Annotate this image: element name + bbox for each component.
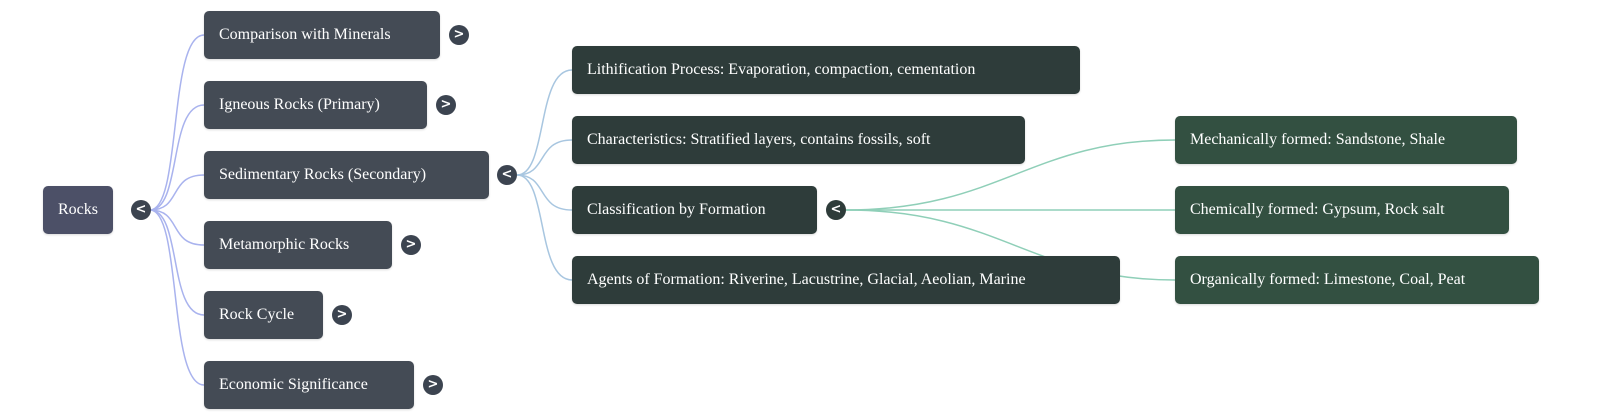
expand-igneous-toggle[interactable]: > — [436, 95, 456, 115]
link-sed-lithification — [516, 69, 573, 176]
node-igneous-rocks[interactable]: Igneous Rocks (Primary) — [204, 81, 427, 129]
link-sed-characteristics — [516, 139, 573, 176]
node-rocks[interactable]: Rocks — [43, 186, 113, 234]
link-rocks-sedimentary — [149, 174, 205, 211]
node-mechanically-formed[interactable]: Mechanically formed: Sandstone, Shale — [1175, 116, 1517, 164]
node-label: Organically formed: Limestone, Coal, Pea… — [1190, 271, 1466, 288]
collapse-rocks-toggle[interactable]: < — [131, 200, 151, 220]
node-comparison-with-minerals[interactable]: Comparison with Minerals — [204, 11, 440, 59]
node-label: Rock Cycle — [219, 306, 295, 323]
collapse-sedimentary-toggle[interactable]: < — [497, 165, 517, 185]
node-label: Lithification Process: Evaporation, comp… — [587, 61, 976, 78]
link-rocks-comparison — [149, 34, 205, 211]
node-rock-cycle[interactable]: Rock Cycle — [204, 291, 323, 339]
node-label: Sedimentary Rocks (Secondary) — [219, 166, 427, 183]
link-class-organic — [845, 209, 1176, 281]
node-label: Classification by Formation — [587, 201, 766, 218]
node-label: Rocks — [58, 201, 98, 218]
link-rocks-economic — [149, 209, 205, 386]
classification-connectors — [845, 139, 1176, 281]
link-class-mechanical — [845, 139, 1176, 211]
node-organically-formed[interactable]: Organically formed: Limestone, Coal, Pea… — [1175, 256, 1539, 304]
node-label: Comparison with Minerals — [219, 26, 391, 43]
node-characteristics[interactable]: Characteristics: Stratified layers, cont… — [572, 116, 1025, 164]
node-label: Metamorphic Rocks — [219, 236, 350, 253]
link-rocks-metamorphic — [149, 209, 205, 246]
link-rocks-cycle — [149, 209, 205, 316]
link-sed-agents — [516, 174, 573, 281]
node-classification-by-formation[interactable]: Classification by Formation — [572, 186, 817, 234]
link-rocks-igneous — [149, 104, 205, 211]
collapse-classification-toggle[interactable]: < — [826, 200, 846, 220]
expand-rock-cycle-toggle[interactable]: > — [332, 305, 352, 325]
root-connectors — [149, 34, 205, 386]
expand-metamorphic-toggle[interactable]: > — [401, 235, 421, 255]
node-metamorphic-rocks[interactable]: Metamorphic Rocks — [204, 221, 392, 269]
node-label: Agents of Formation: Riverine, Lacustrin… — [587, 271, 1026, 288]
node-agents-of-formation[interactable]: Agents of Formation: Riverine, Lacustrin… — [572, 256, 1120, 304]
node-sedimentary-rocks[interactable]: Sedimentary Rocks (Secondary) — [204, 151, 489, 199]
node-label: Economic Significance — [219, 376, 368, 393]
expand-comparison-toggle[interactable]: > — [449, 25, 469, 45]
link-sed-classification — [516, 174, 573, 211]
sedimentary-connectors — [516, 69, 573, 281]
expand-economic-toggle[interactable]: > — [423, 375, 443, 395]
node-label: Igneous Rocks (Primary) — [219, 96, 380, 113]
node-label: Chemically formed: Gypsum, Rock salt — [1190, 201, 1445, 218]
node-label: Characteristics: Stratified layers, cont… — [587, 131, 931, 148]
node-economic-significance[interactable]: Economic Significance — [204, 361, 414, 409]
node-chemically-formed[interactable]: Chemically formed: Gypsum, Rock salt — [1175, 186, 1509, 234]
node-label: Mechanically formed: Sandstone, Shale — [1190, 131, 1446, 148]
node-lithification-process[interactable]: Lithification Process: Evaporation, comp… — [572, 46, 1080, 94]
